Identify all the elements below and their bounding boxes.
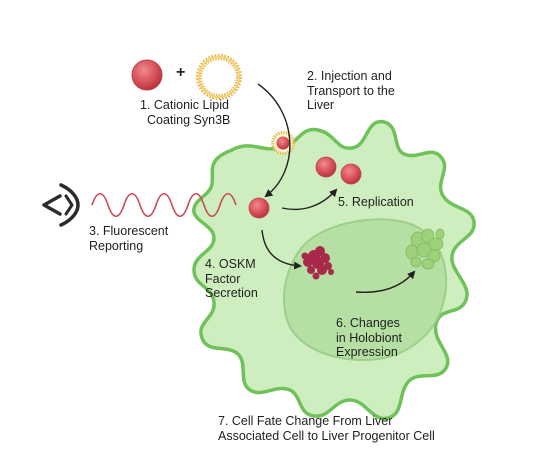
step7-line2: Associated Cell to Liver Progenitor Cell: [218, 428, 435, 443]
step2-line2: Transport to the: [307, 83, 395, 98]
step1-line1: 1. Cationic Lipid: [140, 98, 229, 112]
step4-label: 4. OSKM Factor Secretion: [205, 257, 258, 301]
arrow-replication: [281, 188, 338, 211]
lipid-ring-icon: [196, 54, 242, 100]
step2-line1: 2. Injection and: [307, 69, 392, 83]
step6-line2: in Holobiont: [336, 330, 403, 345]
step4-line1: 4. OSKM: [205, 257, 256, 271]
arrow-secretion: [261, 229, 302, 270]
step2-label: 2. Injection and Transport to the Liver: [307, 69, 395, 113]
step4-line2: Factor: [205, 271, 241, 286]
step4-line3: Secretion: [205, 286, 258, 300]
step5-label: 5. Replication: [338, 195, 414, 210]
rna-particle-icon: [131, 59, 163, 91]
internalized-particle-icon: [248, 197, 270, 219]
holobiont-cluster-icon: [405, 228, 445, 270]
step7-line1: 7. Cell Fate Change From Liver: [218, 414, 393, 428]
step7-label: 7. Cell Fate Change From Liver Associate…: [218, 414, 435, 443]
replicated-particle-icon: [340, 163, 362, 185]
step3-label: 3. Fluorescent Reporting: [89, 224, 168, 253]
step6-line3: Expression: [336, 345, 398, 359]
fluorescent-wave: [91, 192, 237, 218]
replicated-particle-icon: [315, 156, 337, 178]
step1-line2: Coating Syn3B: [147, 112, 231, 127]
coated-particle-icon: [271, 131, 295, 155]
step3-line1: 3. Fluorescent: [89, 224, 169, 238]
arrow-injection: [257, 83, 291, 198]
step1-label: 1. Cationic Lipid Coating Syn3B: [140, 98, 230, 127]
step3-line2: Reporting: [89, 238, 144, 253]
arrow-expression: [355, 270, 416, 294]
eye-icon: [42, 183, 80, 227]
step6-label: 6. Changes in Holobiont Expression: [336, 316, 402, 360]
step6-line1: 6. Changes: [336, 316, 400, 330]
oskm-protein-icon: [301, 246, 334, 280]
plus-sign: +: [176, 64, 186, 81]
step2-line3: Liver: [307, 98, 335, 112]
step5-line1: 5. Replication: [338, 195, 414, 209]
